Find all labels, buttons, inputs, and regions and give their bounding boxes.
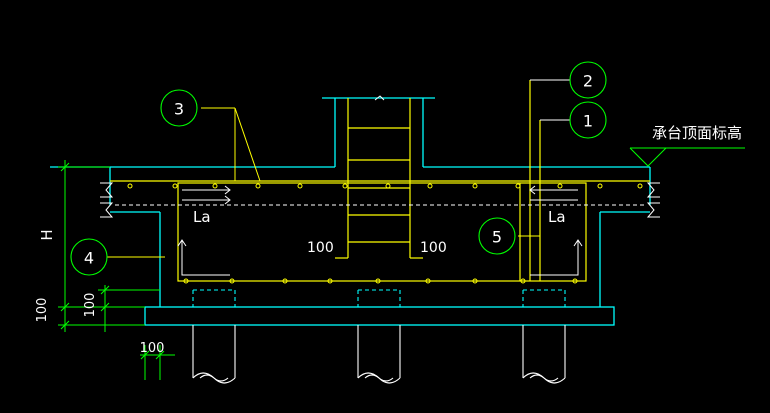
elevation-label: 承台顶面标高 <box>652 124 742 142</box>
rebar-cage <box>110 80 650 282</box>
dim-100-bottom: 100 <box>140 341 165 356</box>
callout-circle-4 <box>70 238 108 276</box>
callout-label-1: 1 <box>583 112 593 131</box>
dimension-lines <box>58 160 175 380</box>
rebar-dots <box>127 183 643 284</box>
callout-label-3: 3 <box>174 100 184 119</box>
callout-circle-1 <box>569 101 607 139</box>
callout-leaders <box>107 107 540 258</box>
dim-100-right: 100 <box>420 240 447 256</box>
callout-leaders-right <box>530 79 570 121</box>
dim-100-vertical-2: 100 <box>83 293 98 318</box>
callout-label-4: 4 <box>84 249 94 268</box>
la-label-left: La <box>193 208 211 226</box>
la-label-right: La <box>548 208 566 226</box>
pile-shafts <box>192 325 566 384</box>
break-marks <box>100 95 660 218</box>
callout-circle-2 <box>569 61 607 99</box>
callout-circle-3 <box>160 89 198 127</box>
piles <box>192 289 566 307</box>
anchor-hooks <box>177 185 583 276</box>
concrete-outline <box>50 97 651 326</box>
callout-circle-5 <box>478 217 516 255</box>
height-label: H <box>38 229 56 240</box>
callout-label-2: 2 <box>583 72 593 91</box>
dim-100-vertical-1: 100 <box>35 298 50 323</box>
callout-circles <box>70 61 607 276</box>
dim-100-left: 100 <box>307 240 334 256</box>
callout-label-5: 5 <box>492 228 502 247</box>
elevation-marker <box>629 147 745 167</box>
